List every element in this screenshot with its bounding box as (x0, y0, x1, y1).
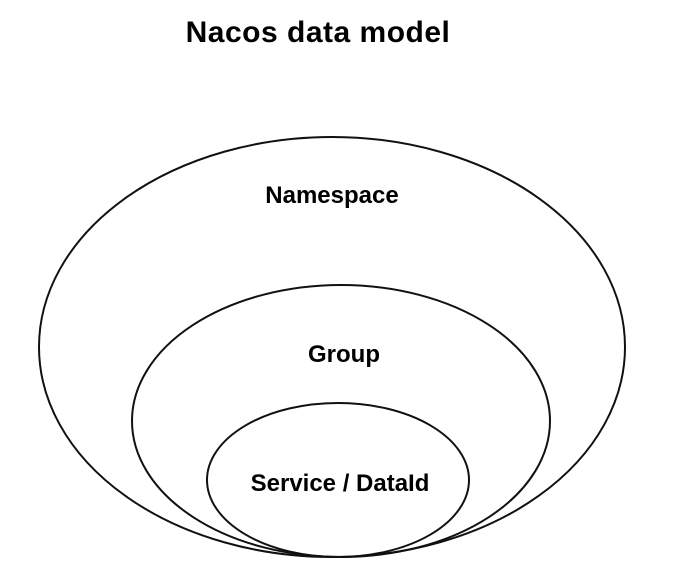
group-ellipse (131, 284, 551, 558)
service-dataid-label: Service / DataId (250, 470, 430, 497)
namespace-label: Namespace (265, 182, 399, 209)
service-dataid-ellipse (206, 402, 470, 558)
group-label: Group (308, 341, 380, 368)
diagram-title: Nacos data model (185, 16, 451, 49)
